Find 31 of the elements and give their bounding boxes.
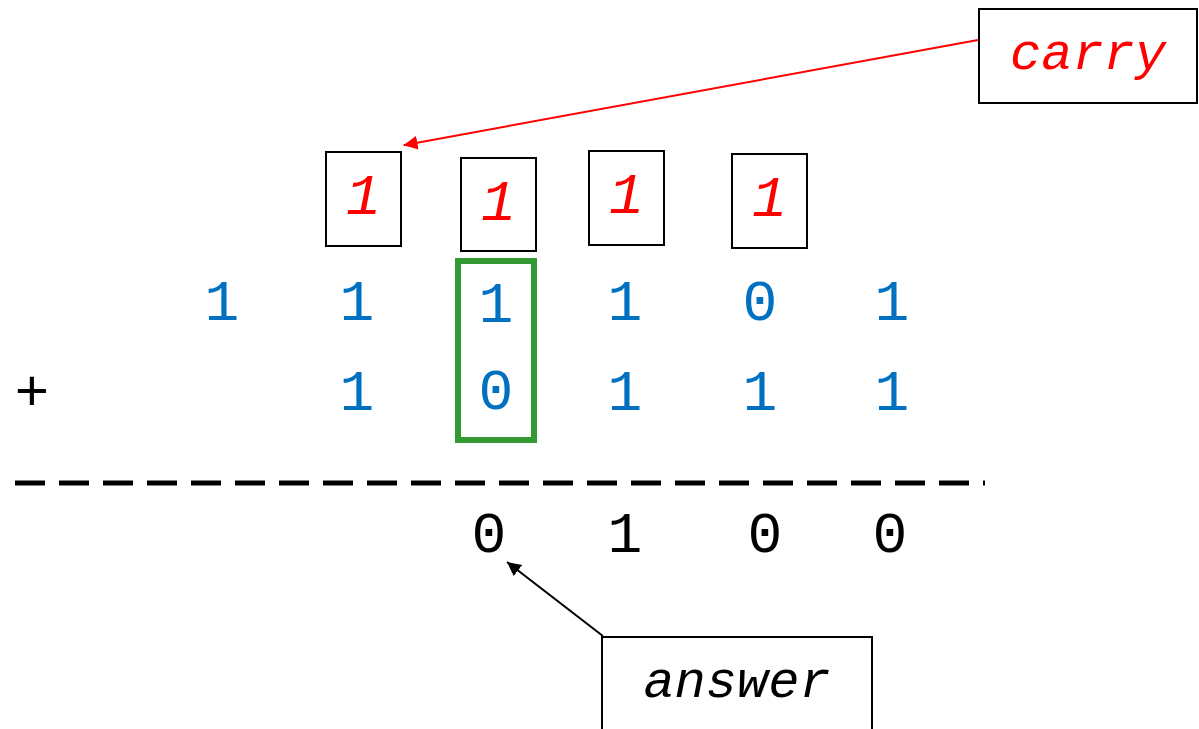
carry-box xyxy=(460,157,537,252)
callout-box xyxy=(978,8,1198,104)
digit: 1 xyxy=(742,366,778,424)
answer-digit: 1 xyxy=(607,508,643,566)
digit: 1 xyxy=(339,366,375,424)
digit: 0 xyxy=(742,276,778,334)
digit: 1 xyxy=(339,276,375,334)
digit: 1 xyxy=(204,276,240,334)
carry-digit: 1 xyxy=(481,175,516,234)
carry-box xyxy=(325,151,402,247)
answer-digit: 0 xyxy=(747,508,783,566)
leader-arrow xyxy=(505,560,604,637)
digit: 1 xyxy=(874,366,910,424)
carry-digit: 1 xyxy=(609,169,644,227)
digit: 1 xyxy=(607,276,643,334)
digit: 0 xyxy=(478,364,514,423)
answer-digit: 0 xyxy=(872,508,908,566)
carry-digit: 1 xyxy=(346,170,381,228)
digit: 1 xyxy=(478,278,514,337)
digit: 1 xyxy=(607,366,643,424)
callout-text: answer xyxy=(643,658,831,710)
plus-sign: + xyxy=(14,366,50,424)
callout-text: carry xyxy=(1010,30,1166,82)
carry-digit: 1 xyxy=(752,172,787,230)
answer-digit: 0 xyxy=(466,508,512,566)
carry-box xyxy=(731,153,808,249)
carry-box xyxy=(588,150,665,246)
leader-arrow xyxy=(402,38,979,150)
digit: 1 xyxy=(874,276,910,334)
callout-box xyxy=(601,636,873,729)
highlight-box xyxy=(455,258,537,443)
